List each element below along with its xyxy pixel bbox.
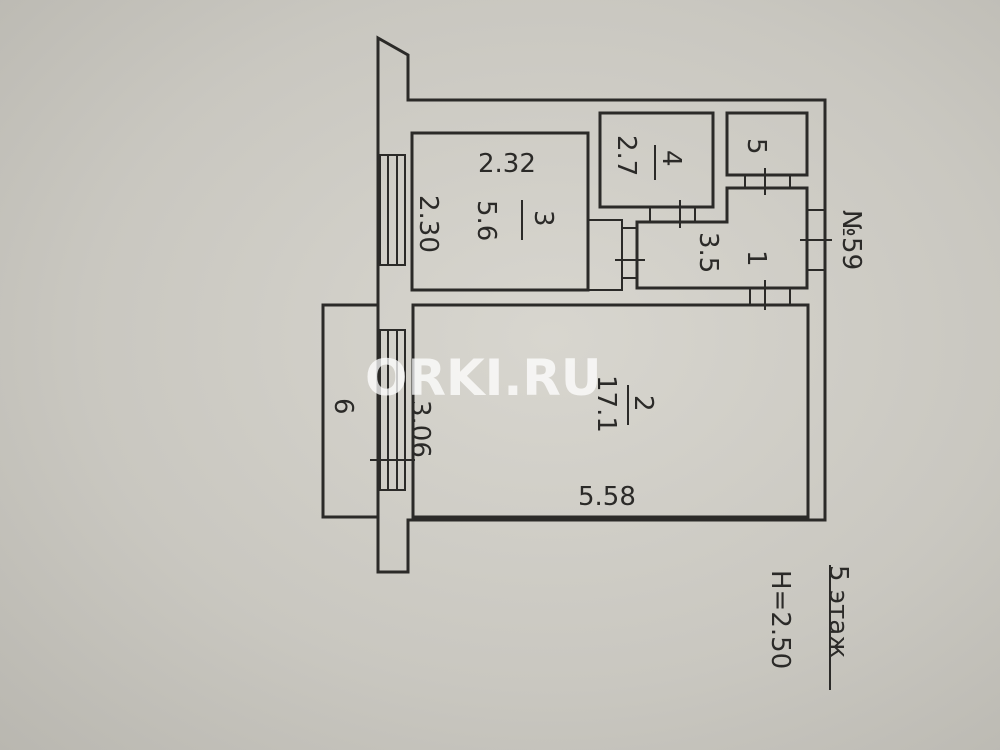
balcony-number-label: 6 — [328, 398, 358, 415]
room-2-area-label: 17.1 — [591, 375, 621, 433]
room-2-outline — [411, 303, 810, 519]
floor-label: 5 этаж — [823, 565, 853, 659]
window-room-3 — [379, 154, 406, 266]
room-3-number-label: 3 — [528, 210, 558, 227]
room-1-area-label: 3.5 — [693, 232, 723, 273]
room-2-width-label: 3.06 — [405, 400, 435, 458]
room-5-number-label: 5 — [741, 138, 771, 155]
watermark: ORKI.RU — [365, 349, 601, 407]
room-1-outline — [635, 186, 809, 290]
room-2-length-label: 5.58 — [578, 482, 636, 512]
ceiling-height-label: H=2.50 — [765, 570, 795, 669]
room-3-corridor-wall — [587, 133, 623, 291]
window-room-2 — [370, 329, 415, 491]
room-4-number-label: 4 — [656, 150, 686, 167]
room-4-area-label: 2.7 — [611, 135, 641, 176]
room-3-area-label: 5.6 — [471, 200, 501, 241]
doors — [615, 168, 832, 310]
outer-wall — [376, 35, 827, 574]
room-3-width-label: 2.32 — [478, 149, 536, 179]
apartment-number-label: №59 — [836, 210, 866, 270]
balcony-6-outline — [321, 303, 380, 519]
room-2-number-label: 2 — [628, 395, 658, 412]
room-3-length-label: 2.30 — [413, 195, 443, 253]
room-1-number-label: 1 — [741, 250, 771, 267]
